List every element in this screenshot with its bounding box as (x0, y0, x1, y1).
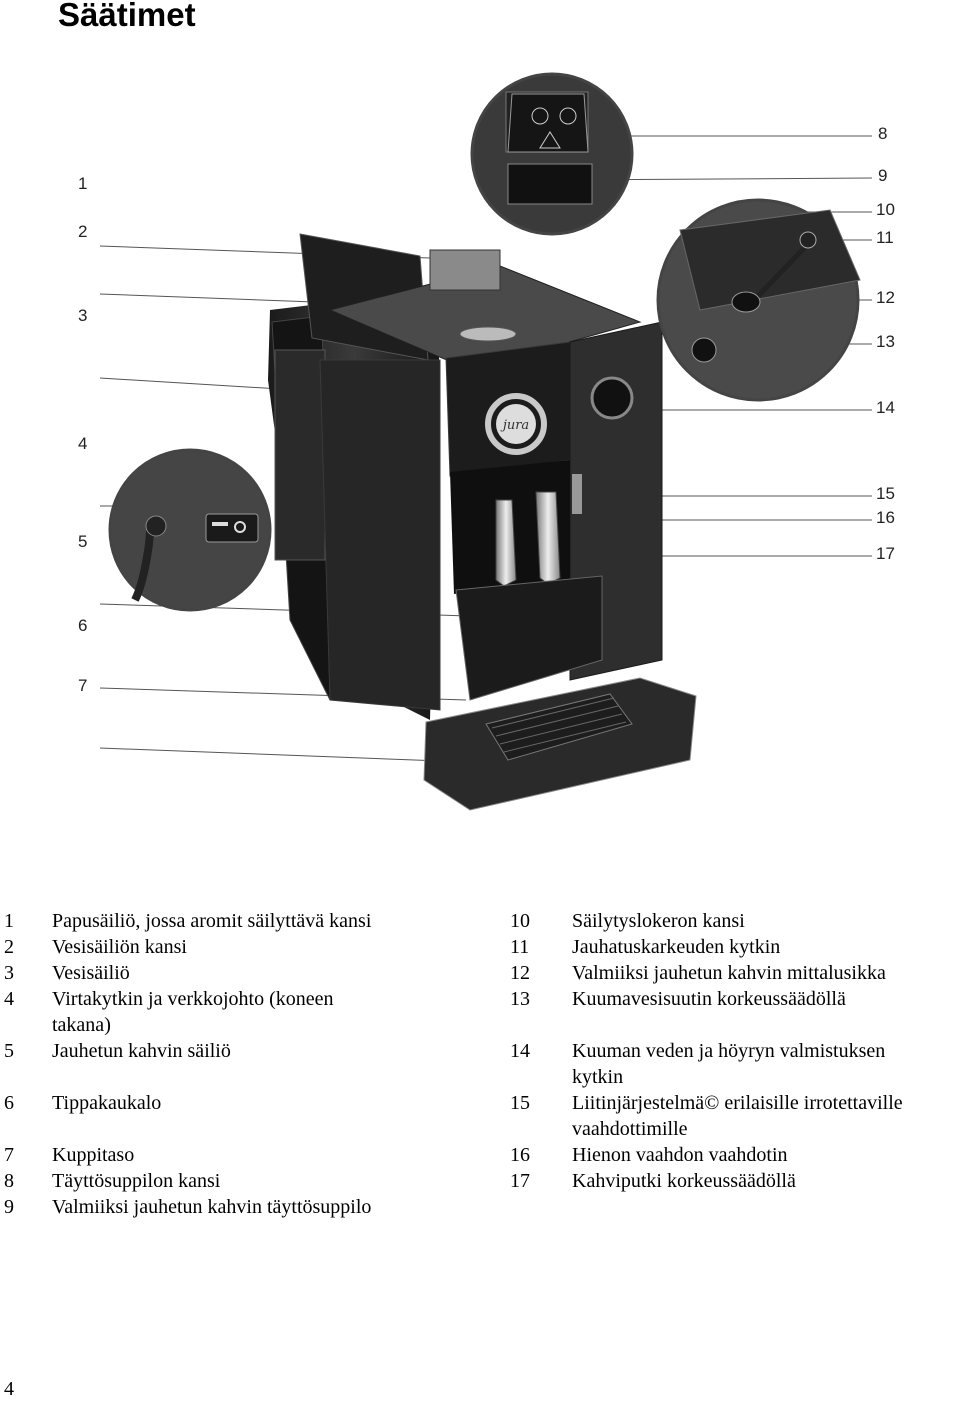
machine-body: jura (268, 234, 696, 810)
legend-text: Vesisäiliön kansi (52, 934, 444, 960)
legend-number: 16 (510, 1142, 572, 1168)
legend-text: Vesisäiliö (52, 960, 444, 986)
legend-number: 1 (4, 908, 52, 934)
callout-6: 6 (78, 616, 87, 636)
legend-text: Kuumavesisuutin korkeussäädöllä (572, 986, 960, 1012)
hot-water-spout (692, 338, 716, 362)
callout-1: 1 (78, 174, 87, 194)
legend-number: 8 (4, 1168, 52, 1194)
legend-number: 5 (4, 1038, 52, 1064)
funnel-lid (508, 94, 588, 152)
machine-illustration: jura (0, 60, 960, 840)
legend-text: Tippakaukalo (52, 1090, 444, 1116)
callout-10: 10 (876, 200, 895, 220)
power-switch (206, 514, 258, 542)
legend-text: Kuuman veden ja höyryn valmistuksen kytk… (572, 1038, 930, 1090)
callout-14: 14 (876, 398, 895, 418)
detail-funnel (472, 74, 632, 234)
detail-power (110, 450, 270, 610)
legend-text: Jauhatuskarkeuden kytkin (572, 934, 960, 960)
frother-right (536, 492, 560, 584)
legend-text: Säilytyslokeron kansi (572, 908, 960, 934)
legend-text: Täyttösuppilon kansi (52, 1168, 444, 1194)
legend-number: 12 (510, 960, 572, 986)
legend-text: Valmiiksi jauhetun kahvin mittalusikka (572, 960, 960, 986)
detail-storage (658, 200, 860, 400)
tank-window (275, 350, 325, 560)
legend-number: 7 (4, 1142, 52, 1168)
coffee-spout (572, 474, 582, 514)
legend-text: Kuppitaso (52, 1142, 444, 1168)
legend-number: 13 (510, 986, 572, 1012)
funnel (508, 164, 592, 204)
callout-13: 13 (876, 332, 895, 352)
brand-logo: jura (500, 418, 529, 433)
legend-text: Valmiiksi jauhetun kahvin täyttösuppilo (52, 1194, 444, 1220)
leader-line-3 (100, 378, 296, 390)
legend-number: 4 (4, 986, 52, 1038)
steam-knob (592, 378, 632, 418)
legend-number: 10 (510, 908, 572, 934)
callout-11: 11 (876, 228, 894, 248)
callout-5: 5 (78, 532, 87, 552)
legend-text: Liitinjärjestelmä© erilaisille irrotetta… (572, 1090, 960, 1142)
legend-number: 14 (510, 1038, 572, 1090)
legend-number: 11 (510, 934, 572, 960)
callout-4: 4 (78, 434, 87, 454)
legend-number: 3 (4, 960, 52, 986)
frother-left (496, 500, 516, 586)
callout-8: 8 (878, 124, 887, 144)
legend-number: 15 (510, 1090, 572, 1142)
measuring-spoon (732, 292, 760, 312)
callout-17: 17 (876, 544, 895, 564)
page-number: 4 (4, 1378, 14, 1401)
callout-7: 7 (78, 676, 87, 696)
callout-15: 15 (876, 484, 895, 504)
legend-text: Kahviputki korkeussäädöllä (572, 1168, 960, 1194)
legend-number: 17 (510, 1168, 572, 1194)
page-title: Säätimet (58, 0, 196, 34)
legend-number: 2 (4, 934, 52, 960)
callout-9: 9 (878, 166, 887, 186)
rotary-switch (460, 327, 516, 341)
callout-2: 2 (78, 222, 87, 242)
legend-text: Jauhetun kahvin säiliö (52, 1038, 444, 1064)
callout-12: 12 (876, 288, 895, 308)
legend-text: Hienon vaahdon vaahdotin (572, 1142, 960, 1168)
bean-container-lid (430, 250, 500, 290)
legend-number: 9 (4, 1194, 52, 1220)
legend-number: 6 (4, 1090, 52, 1116)
legend-text: Papusäiliö, jossa aromit säilyttävä kans… (52, 908, 444, 934)
legend-text: Virtakytkin ja verkkojohto (koneen takan… (52, 986, 334, 1038)
callout-3: 3 (78, 306, 87, 326)
callout-16: 16 (876, 508, 895, 528)
grinder-switch (800, 232, 816, 248)
grounds-container (456, 576, 602, 700)
leader-line-7 (100, 748, 468, 762)
